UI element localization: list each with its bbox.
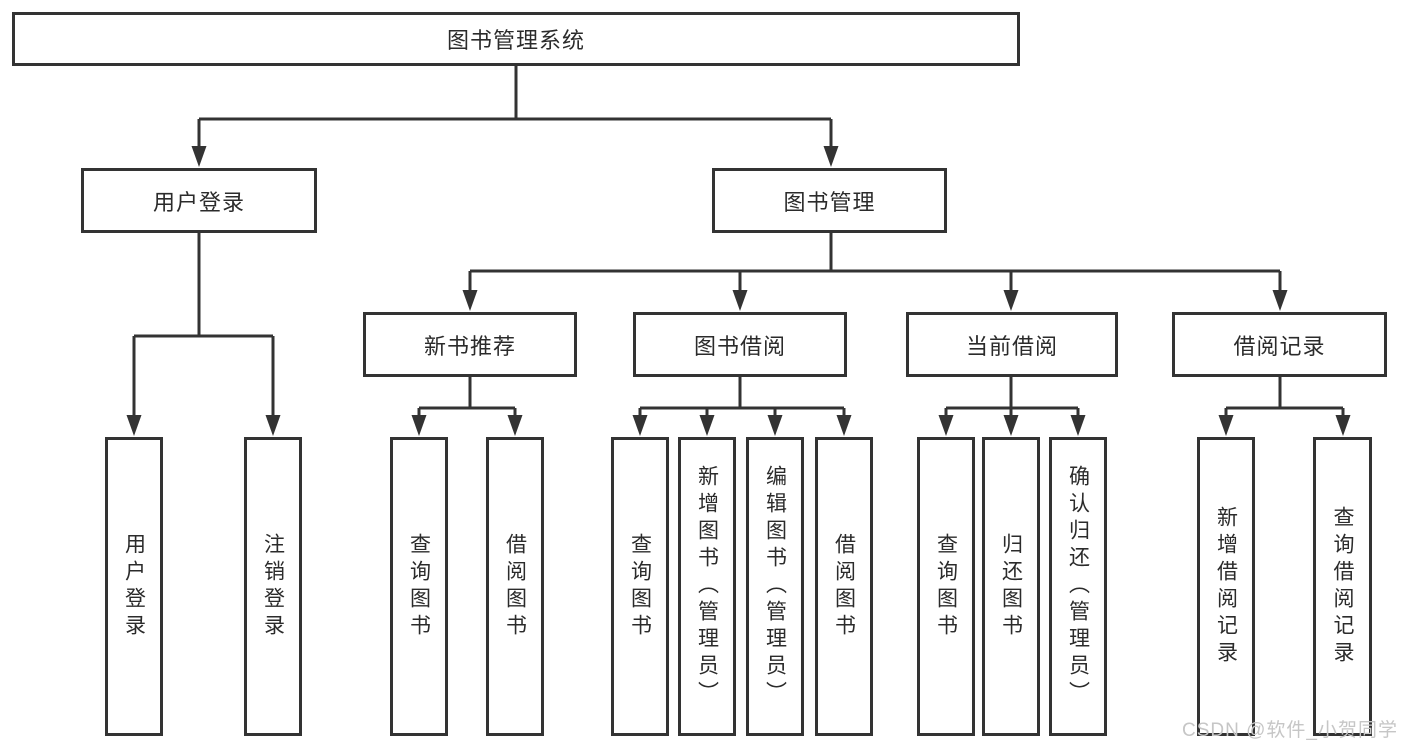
leaf-bb-query-book: 查询图书: [611, 437, 669, 736]
connector-bookmgmt-to-level3: [468, 233, 1282, 293]
connector-userlogin-to-leaves: [132, 233, 275, 418]
node-user-login-label: 用户登录: [152, 189, 245, 215]
leaf-br-add-record: 新增借阅记录: [1197, 437, 1255, 736]
node-root-label: 图书管理系统: [446, 28, 585, 53]
node-book-management: 图书管理: [712, 168, 947, 233]
leaf-bb-edit-book: 编辑图书（管理员）: [746, 437, 804, 736]
leaf-nbr-query-book-label: 查询图书: [407, 532, 431, 641]
leaf-br-query-record-label: 查询借阅记录: [1331, 505, 1354, 668]
node-book-borrow: 图书借阅: [633, 312, 847, 377]
csdn-watermark: CSDN @软件_小贺同学: [1182, 720, 1398, 741]
leaf-bb-borrow-book-label: 借阅图书: [832, 532, 856, 641]
connector-bookborrow-to-leaves: [638, 377, 846, 418]
node-user-login: 用户登录: [81, 168, 317, 233]
leaf-cb-return-book-label: 归还图书: [999, 532, 1023, 641]
node-book-borrow-label: 图书借阅: [693, 333, 786, 359]
leaf-cb-query-book: 查询图书: [917, 437, 975, 736]
node-current-borrow-label: 当前借阅: [965, 333, 1058, 359]
node-root: 图书管理系统: [12, 12, 1020, 66]
node-borrow-record: 借阅记录: [1172, 312, 1387, 377]
leaf-bb-edit-book-label: 编辑图书（管理员）: [763, 465, 787, 708]
leaf-cb-query-book-label: 查询图书: [934, 532, 958, 641]
leaf-bb-borrow-book: 借阅图书: [815, 437, 873, 736]
connector-root-to-level2: [197, 66, 833, 149]
leaf-user-login: 用户登录: [105, 437, 163, 736]
node-new-book-recommend-label: 新书推荐: [423, 333, 516, 359]
leaf-cb-return-book: 归还图书: [982, 437, 1040, 736]
connector-currentborrow-to-leaves: [944, 377, 1080, 418]
node-new-book-recommend: 新书推荐: [363, 312, 577, 377]
leaf-nbr-query-book: 查询图书: [390, 437, 448, 736]
node-borrow-record-label: 借阅记录: [1233, 333, 1326, 359]
node-current-borrow: 当前借阅: [906, 312, 1118, 377]
leaf-bb-add-book: 新增图书（管理员）: [678, 437, 736, 736]
leaf-bb-query-book-label: 查询图书: [628, 532, 652, 641]
leaf-nbr-borrow-book-label: 借阅图书: [503, 532, 527, 641]
leaf-bb-add-book-label: 新增图书（管理员）: [695, 465, 719, 708]
leaf-logout-label: 注销登录: [261, 532, 285, 641]
leaf-cb-confirm-return-label: 确认归还（管理员）: [1066, 465, 1090, 708]
leaf-logout: 注销登录: [244, 437, 302, 736]
connector-borrowrecord-to-leaves: [1224, 377, 1345, 418]
node-book-management-label: 图书管理: [783, 189, 876, 215]
leaf-user-login-label: 用户登录: [122, 532, 146, 641]
leaf-br-add-record-label: 新增借阅记录: [1214, 505, 1238, 668]
leaf-nbr-borrow-book: 借阅图书: [486, 437, 544, 736]
leaf-br-query-record: 查询借阅记录: [1313, 437, 1372, 736]
leaf-cb-confirm-return: 确认归还（管理员）: [1049, 437, 1107, 736]
connector-newbookrec-to-leaves: [417, 377, 517, 418]
